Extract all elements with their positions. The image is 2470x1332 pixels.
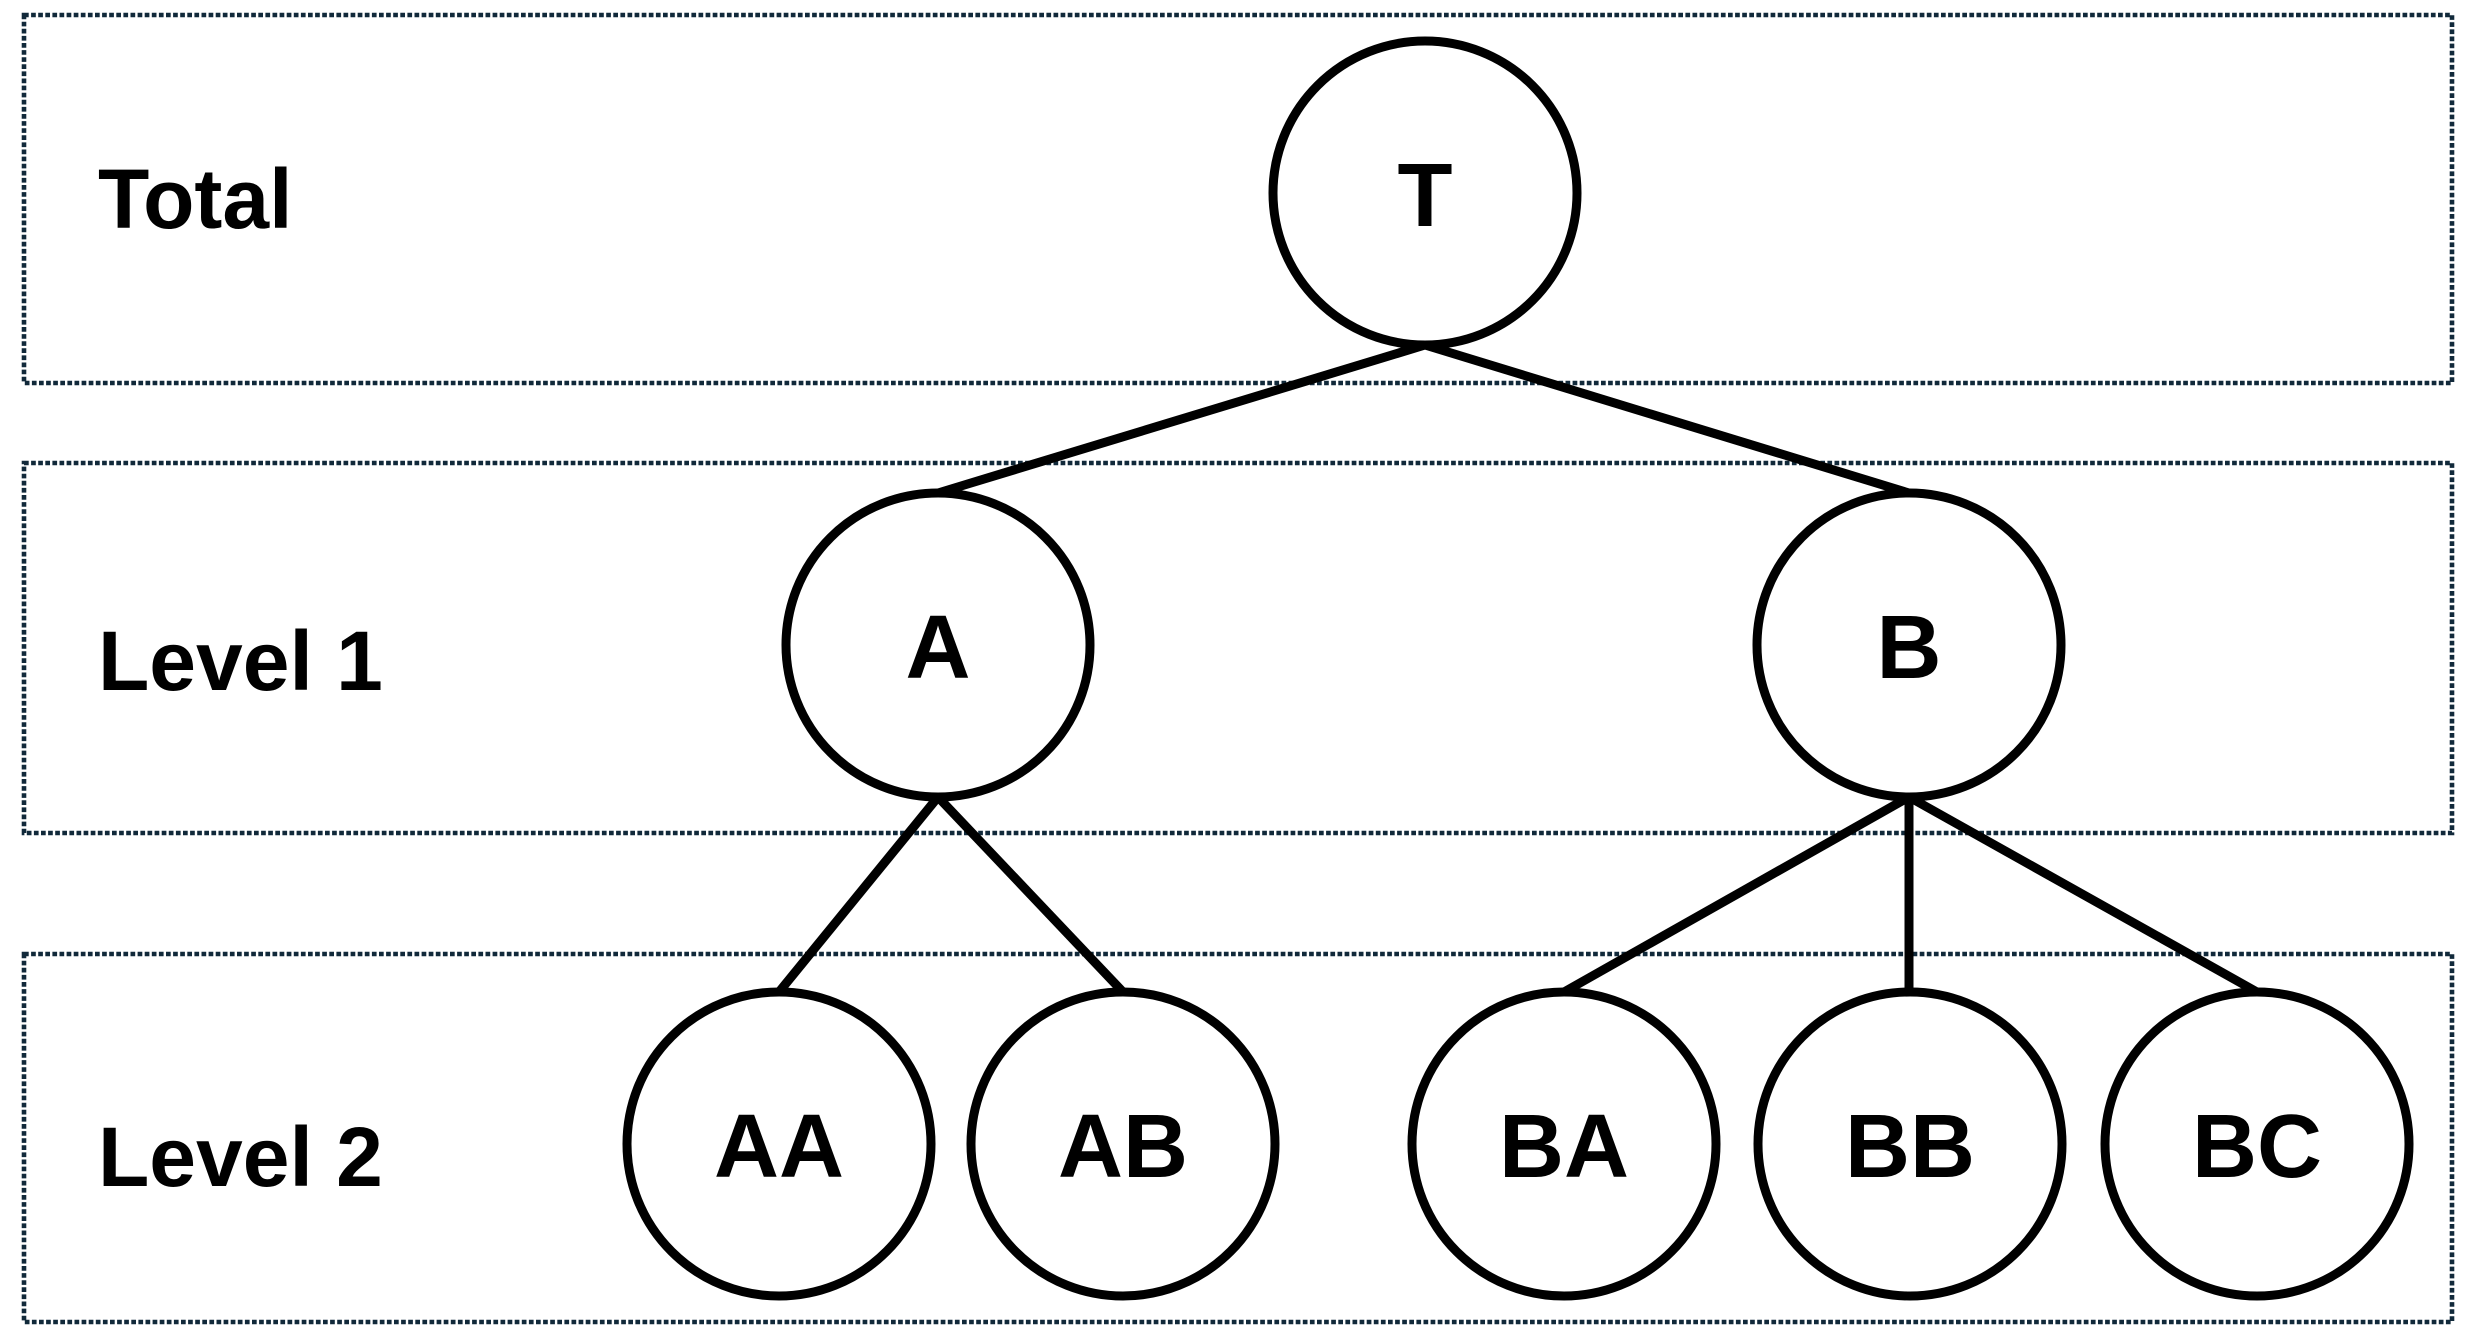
edge-a-aa <box>775 794 942 995</box>
band-level-1-box <box>21 460 2455 836</box>
node-b-circle <box>1752 488 2066 802</box>
edge-t-b <box>1423 340 1911 498</box>
tree-nodes: T A B AA AB BA <box>622 36 2414 1301</box>
edge-b-ba <box>1561 793 1912 996</box>
band-total: Total <box>21 12 2455 386</box>
edge-a-ab <box>934 793 1127 996</box>
node-ba: BA <box>1407 987 1721 1301</box>
node-ab: AB <box>966 987 1280 1301</box>
band-total-box <box>21 12 2455 386</box>
node-b: B <box>1752 488 2066 802</box>
node-a: A <box>781 488 1095 802</box>
band-level-1-label: Level 1 <box>98 614 383 708</box>
node-aa: AA <box>622 987 936 1301</box>
band-total-label: Total <box>98 152 292 246</box>
node-bb-label: BB <box>1845 1097 1975 1197</box>
node-a-circle <box>781 488 1095 802</box>
node-bb-circle <box>1753 987 2067 1301</box>
node-aa-label: AA <box>714 1097 844 1197</box>
node-t-circle <box>1268 36 1582 350</box>
node-b-label: B <box>1877 598 1942 698</box>
node-ba-label: BA <box>1499 1097 1629 1197</box>
node-a-label: A <box>906 598 971 698</box>
node-bc-circle <box>2100 987 2414 1301</box>
node-ba-circle <box>1407 987 1721 1301</box>
band-level-2: Level 2 <box>21 951 2455 1325</box>
band-level-2-label: Level 2 <box>98 1110 383 1204</box>
node-ab-label: AB <box>1058 1097 1188 1197</box>
node-ab-circle <box>966 987 1280 1301</box>
node-bc-label: BC <box>2192 1097 2322 1197</box>
node-bc: BC <box>2100 987 2414 1301</box>
edge-t-a <box>936 340 1427 498</box>
edge-b-bc <box>1906 793 2260 996</box>
tree-edges <box>775 340 2260 996</box>
node-aa-circle <box>622 987 936 1301</box>
band-level-1: Level 1 <box>21 460 2455 836</box>
node-t-label: T <box>1398 146 1453 246</box>
node-t: T <box>1268 36 1582 350</box>
node-bb: BB <box>1753 987 2067 1301</box>
